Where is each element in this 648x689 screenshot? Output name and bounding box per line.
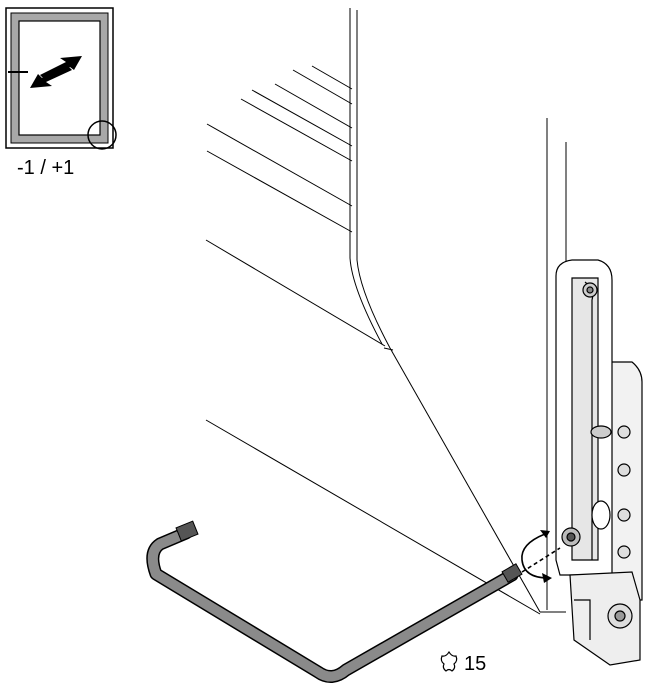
torx-size-label: 15 [464,653,487,675]
rotation-arrows-icon [521,530,561,583]
hinge-assembly [555,259,643,666]
sash-adjust-diagonal-arrow-icon [30,56,82,88]
hinge-highlight-circle [87,120,117,150]
window-frame-icon [5,7,117,150]
allen-key-icon [146,520,523,683]
torx-star-icon [440,650,458,672]
window-frame-drawing [205,8,567,615]
adjustment-range-label: -1 / +1 [17,157,75,179]
